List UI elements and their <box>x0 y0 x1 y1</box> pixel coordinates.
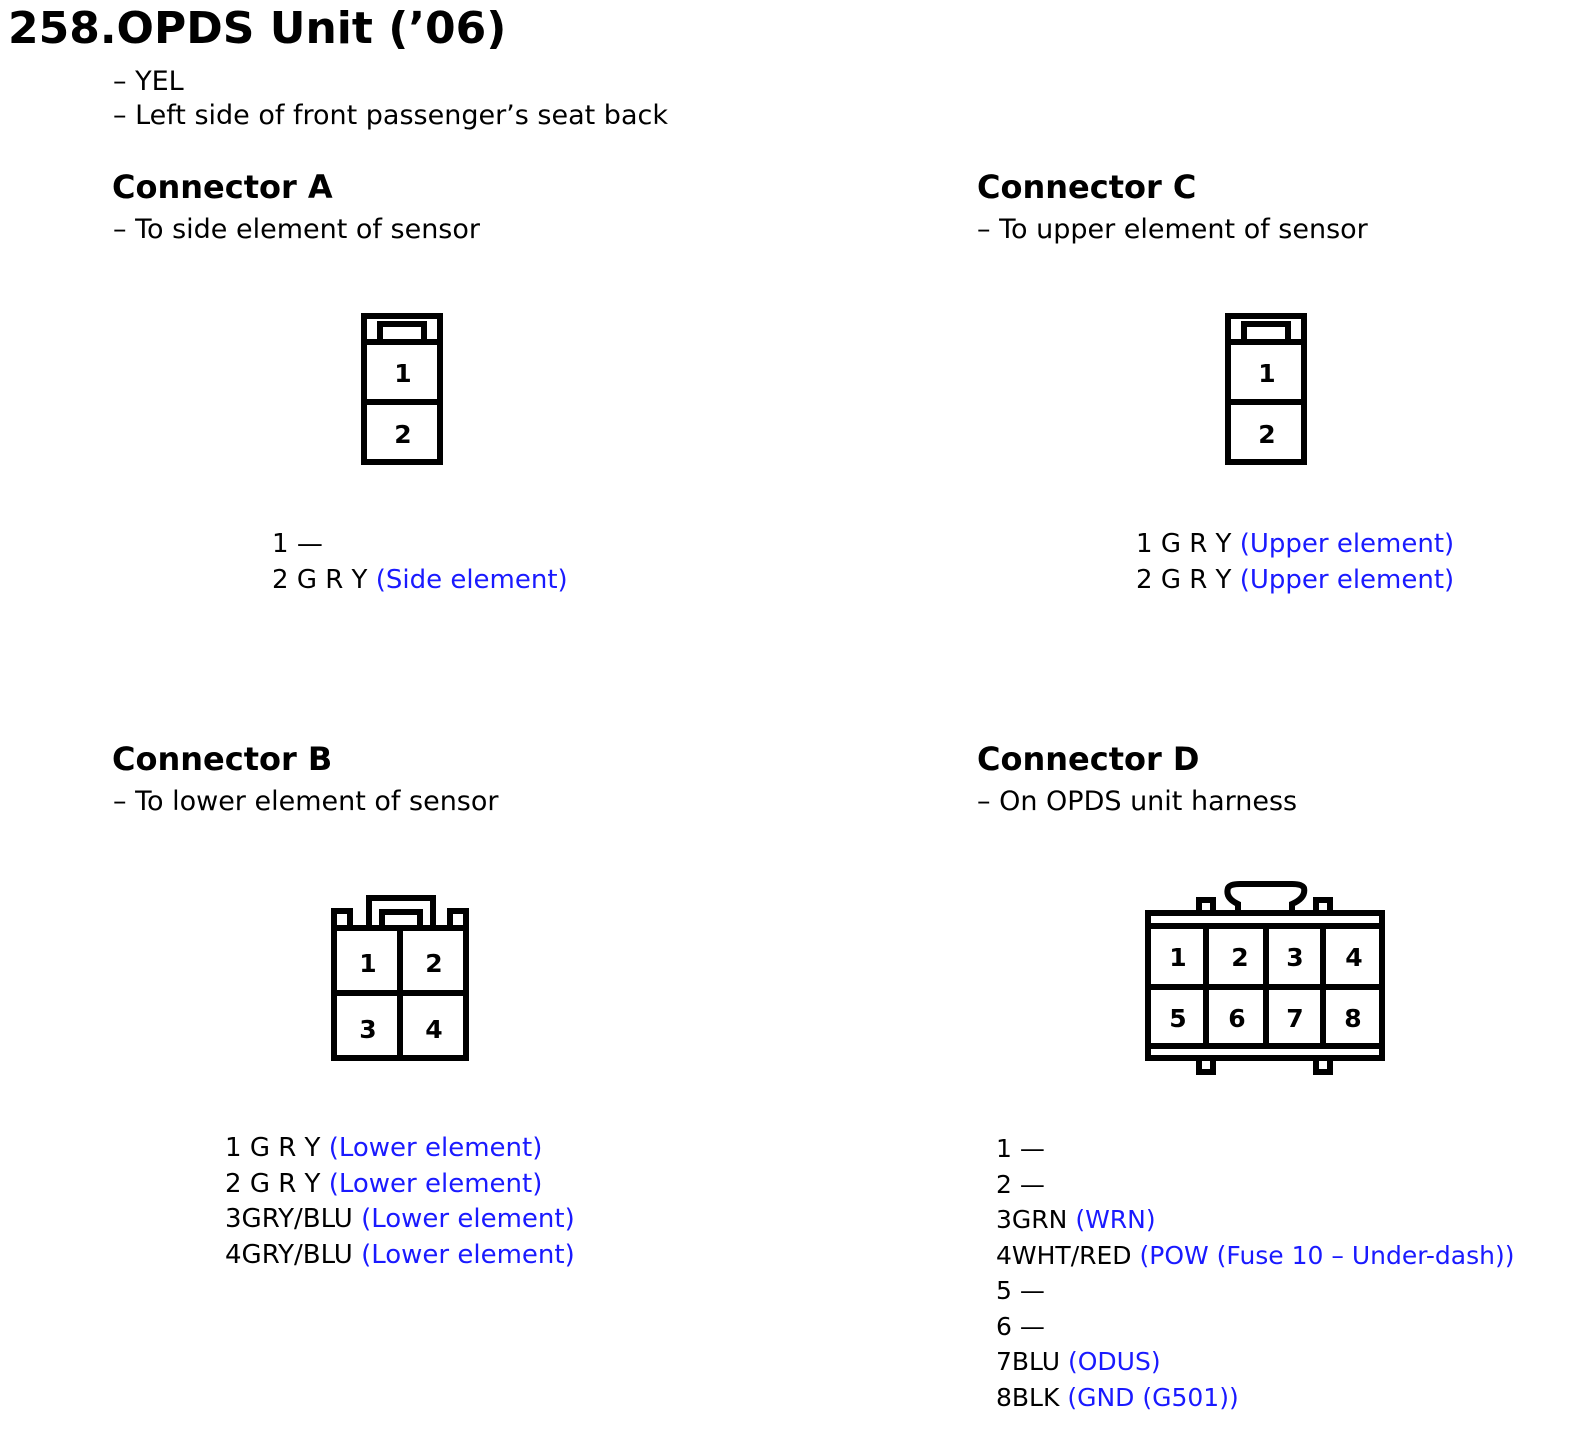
pin-note: (Lower element) <box>328 1133 543 1163</box>
pin-row: 1 G R Y (Upper element) <box>1136 527 1454 563</box>
pin-wire: G R Y <box>1160 529 1232 559</box>
pin-wire: BLK <box>1011 1382 1060 1412</box>
pin-row: 4WHT/RED (POW (Fuse 10 – Under-dash)) <box>996 1238 1515 1274</box>
pin-number: 3 <box>996 1205 1012 1234</box>
pin-number: 2 <box>272 564 289 595</box>
connector-c-cavity: 2 <box>1258 420 1275 449</box>
pin-wire: — <box>1019 1169 1045 1199</box>
connector-a-cavity: 2 <box>394 420 411 449</box>
pin-wire: G R Y <box>249 1133 321 1163</box>
connector-b-pin-list: 1 G R Y (Lower element) 2 G R Y (Lower e… <box>225 1131 575 1273</box>
pin-number: 1 <box>1136 529 1153 559</box>
pin-row: 2 G R Y (Lower element) <box>225 1167 575 1203</box>
pin-note: (Lower element) <box>361 1204 575 1234</box>
pin-number: 6 <box>996 1311 1012 1341</box>
pin-number: 4 <box>996 1240 1012 1270</box>
pin-note: (POW (Fuse 10 – Under-dash)) <box>1139 1240 1515 1270</box>
pin-note: (Upper element) <box>1239 564 1455 595</box>
connector-b-cavity: 3 <box>359 1015 376 1044</box>
pin-note: (Side element) <box>375 564 568 595</box>
pin-number: 1 <box>225 1133 242 1163</box>
pin-wire: G R Y <box>249 1168 321 1199</box>
pin-row: 2 G R Y (Upper element) <box>1136 563 1454 599</box>
connector-a-cavity: 1 <box>394 359 411 388</box>
connector-d-cavity: 4 <box>1345 943 1362 972</box>
pin-note: (Lower element) <box>361 1239 575 1270</box>
pin-row: 8BLK (GND (G501)) <box>996 1380 1515 1416</box>
connector-d-cavity: 3 <box>1286 943 1303 972</box>
connector-d-cavity: 2 <box>1231 943 1248 972</box>
connector-b-heading: Connector B <box>112 740 333 778</box>
connector-b-cavity: 1 <box>359 949 376 978</box>
connector-b-description: – To lower element of sensor <box>113 786 499 817</box>
pin-wire: — <box>296 529 323 559</box>
pin-row: 1 — <box>272 527 568 563</box>
connector-d-cavity: 5 <box>1169 1004 1186 1033</box>
pin-row: 6 — <box>996 1309 1515 1345</box>
connector-d-description: – On OPDS unit harness <box>977 786 1298 817</box>
pin-note: (GND (G501)) <box>1067 1382 1239 1412</box>
pin-row: 7BLU (ODUS) <box>996 1344 1515 1380</box>
pin-wire: — <box>1019 1311 1045 1341</box>
pin-note: (Lower element) <box>328 1168 543 1199</box>
connector-d-cavity: 1 <box>1169 943 1186 972</box>
header-location-line: – Left side of front passenger’s seat ba… <box>113 100 668 131</box>
pin-number: 2 <box>1136 564 1153 595</box>
pin-wire: GRY/BLU <box>241 1204 353 1234</box>
pin-number: 2 <box>996 1169 1012 1199</box>
connector-c-heading: Connector C <box>977 168 1197 206</box>
pin-row: 2 — <box>996 1167 1515 1203</box>
pin-number: 8 <box>996 1382 1012 1412</box>
connector-a-heading: Connector A <box>112 168 333 206</box>
connector-b-cavity: 2 <box>425 949 442 978</box>
connector-b-cavity: 4 <box>425 1015 442 1044</box>
connector-c-cavity: 1 <box>1258 359 1275 388</box>
connector-d-cavity: 7 <box>1286 1004 1303 1033</box>
pin-wire: BLU <box>1011 1347 1061 1376</box>
connector-d-heading: Connector D <box>977 740 1200 778</box>
pin-note: (WRN) <box>1075 1205 1156 1234</box>
pin-number: 5 <box>996 1276 1012 1305</box>
connector-c-pin-list: 1 G R Y (Upper element) 2 G R Y (Upper e… <box>1136 527 1454 598</box>
pin-row: 4GRY/BLU (Lower element) <box>225 1238 575 1274</box>
pin-row: 5 — <box>996 1273 1515 1309</box>
pin-wire: G R Y <box>1160 564 1232 595</box>
pin-row: 2 G R Y (Side element) <box>272 563 568 599</box>
pin-number: 1 <box>272 529 289 559</box>
connector-a-pin-list: 1 — 2 G R Y (Side element) <box>272 527 568 598</box>
pin-note: (ODUS) <box>1068 1347 1161 1376</box>
connector-d-cavity: 6 <box>1228 1004 1245 1033</box>
pin-wire: GRY/BLU <box>241 1239 353 1270</box>
page-title: 258.OPDS Unit (’06) <box>8 3 507 54</box>
pin-wire: — <box>1019 1134 1045 1163</box>
pin-row: 1 — <box>996 1131 1515 1167</box>
pin-wire: — <box>1019 1276 1045 1305</box>
connector-d-cavity: 8 <box>1344 1004 1361 1033</box>
pin-wire: WHT/RED <box>1011 1240 1132 1270</box>
pin-wire: G R Y <box>296 564 368 595</box>
pin-wire: GRN <box>1011 1205 1068 1234</box>
pin-row: 3GRY/BLU (Lower element) <box>225 1202 575 1238</box>
header-color-line: – YEL <box>113 66 184 97</box>
pin-number: 7 <box>996 1347 1012 1376</box>
pin-row: 1 G R Y (Lower element) <box>225 1131 575 1167</box>
pin-number: 4 <box>225 1239 242 1270</box>
pin-number: 2 <box>225 1168 242 1199</box>
pin-number: 3 <box>225 1204 242 1234</box>
pin-note: (Upper element) <box>1239 529 1455 559</box>
connector-a-description: – To side element of sensor <box>113 214 480 245</box>
pin-row: 3GRN (WRN) <box>996 1202 1515 1238</box>
connector-d-pin-list: 1 — 2 — 3GRN (WRN) 4WHT/RED (POW (Fuse 1… <box>996 1131 1515 1415</box>
pin-number: 1 <box>996 1134 1012 1163</box>
connector-c-description: – To upper element of sensor <box>977 214 1368 245</box>
